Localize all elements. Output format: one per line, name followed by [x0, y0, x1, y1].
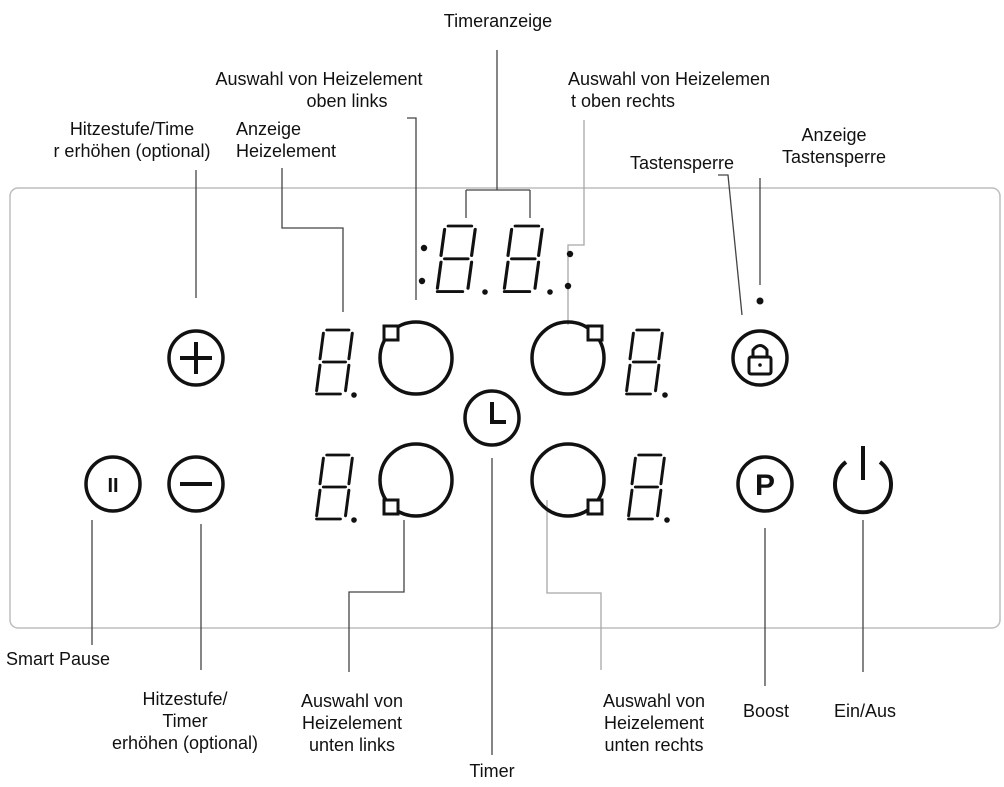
label-line: erhöhen (optional) — [111, 733, 259, 753]
label-line: Timer — [162, 711, 208, 731]
label-line: Hitzestufe/Time — [69, 119, 195, 139]
label-line: Auswahl von — [300, 691, 404, 711]
label-smart-pause: Smart Pause — [6, 649, 111, 669]
label-line: Heizelement — [603, 713, 705, 733]
label-line: Tastensperre — [781, 147, 887, 167]
label-line: Anzeige — [236, 119, 302, 139]
label-auswahl-oben-links: Auswahl von Heizelement oben links — [188, 68, 450, 112]
label-line: Auswahl von Heizelemen — [567, 69, 771, 89]
zone-selectors — [378, 320, 606, 518]
zone-unten-links-button[interactable] — [378, 442, 454, 518]
label-auswahl-unten-rechts: Auswahl von Heizelement unten rechts — [586, 690, 722, 756]
label-line: oben links — [306, 91, 388, 111]
boost-symbol: P — [755, 469, 775, 502]
label-line: Auswahl von — [602, 691, 706, 711]
label-line: Heizelement — [236, 141, 337, 161]
label-line: Heizelement — [301, 713, 403, 733]
label-auswahl-unten-links: Auswahl von Heizelement unten links — [284, 690, 420, 756]
zone-unten-rechts-button[interactable] — [530, 442, 606, 518]
label-line: Auswahl von Heizelement — [215, 69, 423, 89]
lock-icon[interactable] — [731, 329, 789, 387]
seven-segment-display — [315, 224, 666, 521]
label-line: Anzeige — [801, 125, 867, 145]
display-oben-links — [315, 328, 354, 396]
label-auswahl-oben-rechts: Auswahl von Heizelemen t oben rechts — [538, 68, 800, 112]
power-icon[interactable] — [833, 446, 893, 515]
timer-digit-1 — [435, 224, 477, 294]
label-line: r erhöhen (optional) — [53, 141, 211, 161]
cooktop-panel — [9, 187, 1001, 629]
display-unten-rechts — [627, 453, 666, 521]
timer-icon[interactable] — [463, 389, 521, 447]
label-hitzestufe-unten: Hitzestufe/ Timer erhöhen (optional) — [92, 688, 278, 754]
label-line: unten links — [308, 735, 396, 755]
label-ein-aus: Ein/Aus — [833, 701, 897, 721]
label-timeranzeige: Timeranzeige — [443, 11, 553, 31]
display-dots — [351, 244, 764, 523]
zone-oben-links-button[interactable] — [378, 320, 454, 396]
display-oben-rechts — [625, 328, 664, 396]
label-hitzestufe-oben: Hitzestufe/Time r erhöhen (optional) — [44, 118, 220, 162]
timer-digit-2 — [502, 224, 544, 294]
pause-icon[interactable]: II — [84, 455, 142, 513]
zone-oben-rechts-button[interactable] — [530, 320, 606, 396]
boost-icon[interactable]: P — [736, 455, 794, 513]
label-line: t oben rechts — [570, 91, 676, 111]
label-line: unten rechts — [604, 735, 704, 755]
pause-symbol: II — [107, 475, 118, 497]
display-unten-links — [315, 453, 354, 521]
label-anzeige-heizelement: Anzeige Heizelement — [236, 118, 366, 162]
label-anzeige-tastensperre: Anzeige Tastensperre — [774, 124, 894, 168]
plus-icon[interactable] — [167, 329, 225, 387]
label-tastensperre: Tastensperre — [629, 153, 735, 173]
label-line: Hitzestufe/ — [142, 689, 228, 709]
leader-lines — [91, 50, 864, 755]
label-timer: Timer — [469, 761, 515, 781]
minus-icon[interactable] — [167, 455, 225, 513]
lock-indicator-dot — [756, 297, 764, 305]
label-boost: Boost — [742, 701, 790, 721]
